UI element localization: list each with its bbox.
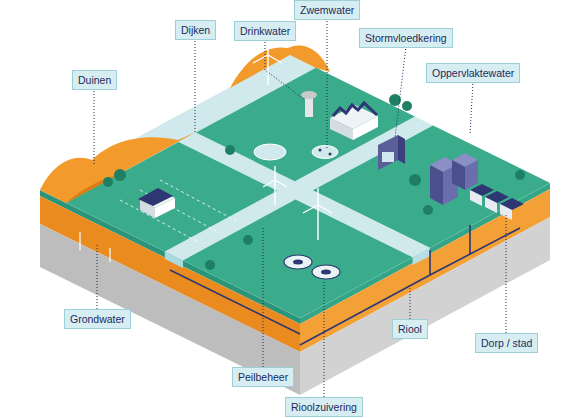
channel-cut — [165, 251, 183, 268]
treatment-basin — [312, 265, 340, 279]
field-line — [120, 180, 240, 243]
treatment-basin — [284, 255, 312, 269]
callout-label: Riool — [398, 323, 422, 335]
barrier-gate — [382, 152, 394, 162]
callout-label: Grondwater — [70, 313, 125, 325]
land-parcel — [313, 125, 550, 247]
callout-label: Zwemwater — [300, 4, 354, 16]
dune — [230, 45, 330, 88]
house — [500, 204, 512, 220]
tree — [103, 94, 525, 270]
drinking-water-plant — [353, 116, 378, 140]
storm-surge-barrier — [378, 135, 398, 170]
water-tower — [301, 91, 317, 99]
callout-label: Dorp / stad — [481, 337, 532, 349]
callout-box: Rioolzuivering — [285, 397, 363, 417]
callout-box: Grondwater — [64, 309, 131, 329]
callout-label: Duinen — [78, 74, 111, 86]
callout-label: Oppervlaktewater — [432, 67, 514, 79]
sewer-pipe — [170, 225, 520, 345]
house — [470, 190, 482, 206]
groundwater-well — [80, 232, 110, 262]
callout-label: Drinkwater — [240, 25, 290, 37]
house — [485, 197, 497, 213]
channel-cut — [413, 248, 431, 265]
land-parcel — [196, 68, 415, 181]
callout-box: Stormvloedkering — [359, 28, 453, 48]
pond — [254, 144, 286, 160]
treatment-center — [293, 260, 303, 265]
callout-box: Riool — [392, 319, 428, 339]
building — [465, 160, 478, 190]
callout-box: Oppervlaktewater — [426, 63, 520, 83]
treatment-center — [321, 270, 331, 275]
callout-box: Duinen — [72, 70, 117, 90]
callout-label: Peilbeheer — [238, 371, 288, 383]
callout-label: Rioolzuivering — [291, 401, 357, 413]
swimmer — [319, 149, 322, 152]
storm-surge-barrier — [398, 135, 405, 164]
barn-roof — [138, 188, 173, 206]
building — [452, 160, 465, 190]
swimmer — [329, 153, 332, 156]
swimming-pond — [312, 146, 338, 159]
callout-box: Drinkwater — [234, 21, 296, 41]
drinking-water-plant — [330, 118, 353, 140]
callout-box: Zwemwater — [294, 0, 360, 20]
callout-box: Dorp / stad — [475, 333, 538, 353]
callout-box: Peilbeheer — [232, 367, 294, 387]
callout-label: Stormvloedkering — [365, 32, 447, 44]
dune-shadow — [66, 174, 120, 203]
callout-box: Dijken — [175, 20, 216, 40]
plant-roof — [333, 103, 377, 116]
surface-water — [40, 55, 550, 318]
building — [430, 165, 443, 205]
dune — [40, 132, 196, 203]
callout-label: Dijken — [181, 24, 210, 36]
wind-turbine — [253, 38, 332, 240]
